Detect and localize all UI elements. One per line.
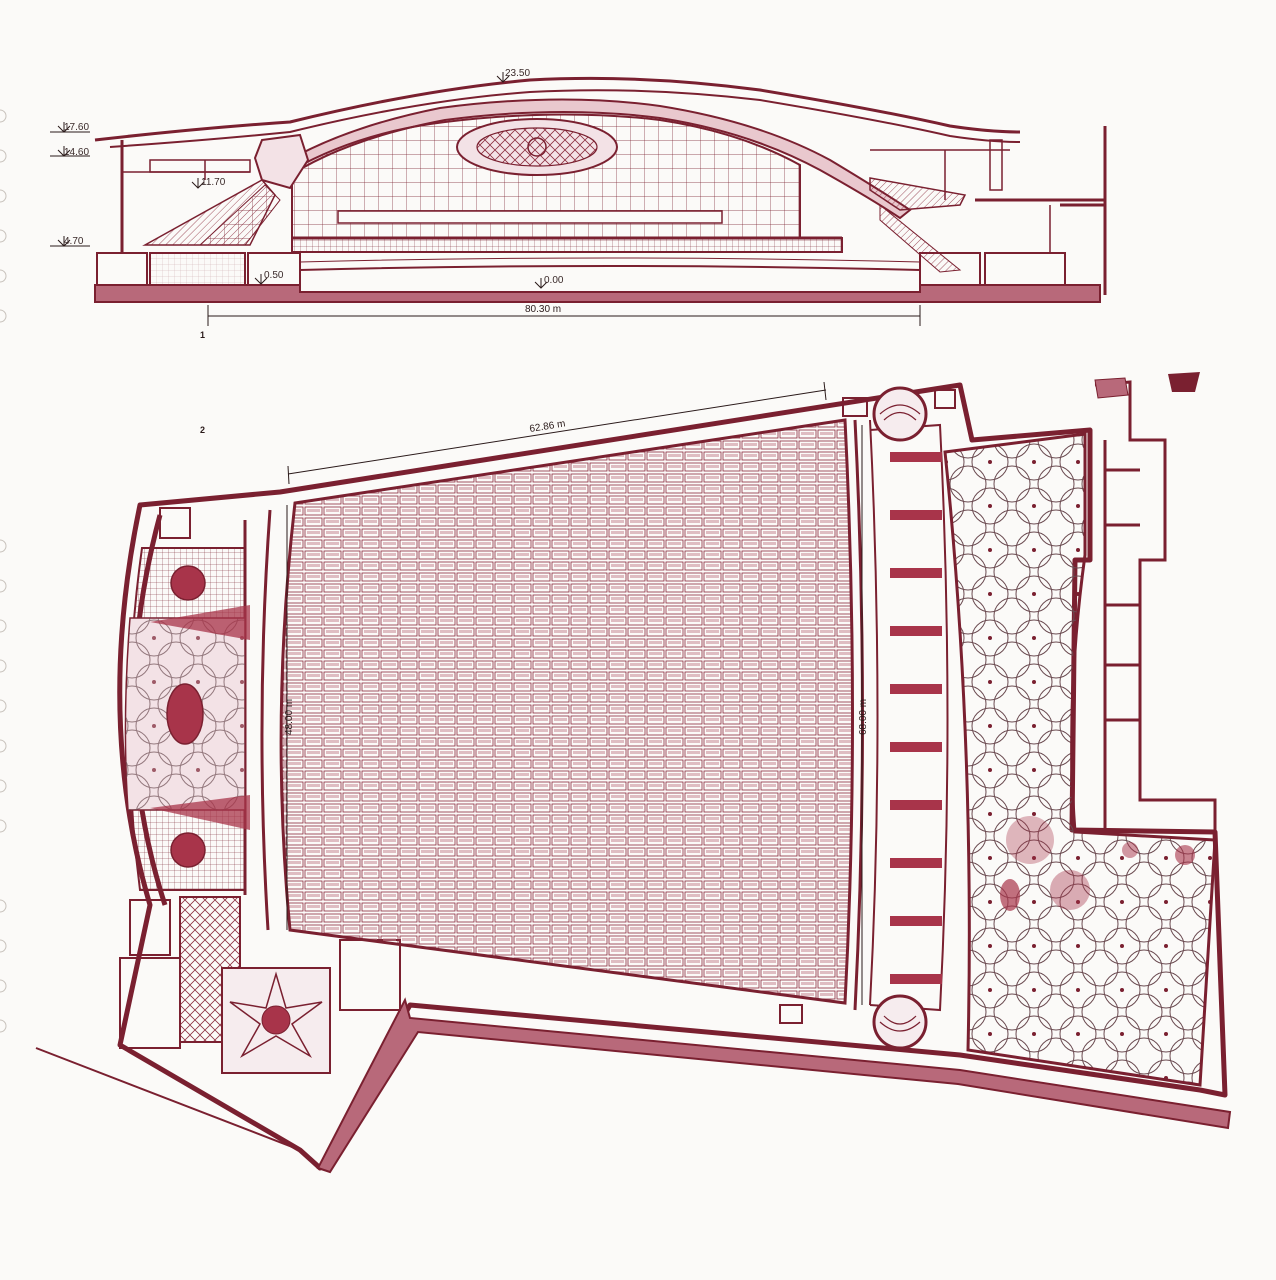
section-hall-grid [291, 113, 801, 239]
level-marker-icon [50, 72, 548, 289]
section-roof-outer [94, 76, 1021, 142]
level-label: 23.50 [505, 68, 530, 79]
plan-drawing [35, 372, 1232, 1174]
plan-right-depth-label: 68.00 m [858, 699, 869, 735]
section-roof-inner [109, 89, 1021, 148]
level-label: 4.70 [64, 236, 84, 247]
level-label: 0.50 [264, 270, 284, 281]
section-base-slab [94, 284, 1101, 303]
level-label: 0.00 [544, 275, 564, 286]
section-level-markers: 17.60 14.60 11.70 4.70 23.50 0.50 0.00 [50, 68, 564, 289]
corridor-piers [890, 452, 942, 984]
binder-ring-marks [0, 109, 7, 1033]
auditorium-seating [279, 418, 854, 1005]
rosette-icon [229, 971, 323, 1059]
figure-number: 1 [200, 330, 205, 340]
plan-left-depth-label: 48.00 m [284, 699, 295, 735]
level-label: 14.60 [64, 147, 89, 158]
plan-width-label: 62.86 m [529, 418, 566, 435]
figure-number: 2 [200, 425, 205, 435]
stair-icon [872, 386, 928, 1050]
level-label: 11.70 [201, 177, 226, 188]
span-label: 80.30 m [525, 304, 561, 315]
level-label: 17.60 [64, 122, 89, 133]
section-drawing [94, 76, 1107, 303]
right-foyer-pattern [943, 432, 1217, 1087]
plan-dimension-top [287, 381, 827, 485]
section-span-dimension: 80.30 m [207, 304, 921, 326]
